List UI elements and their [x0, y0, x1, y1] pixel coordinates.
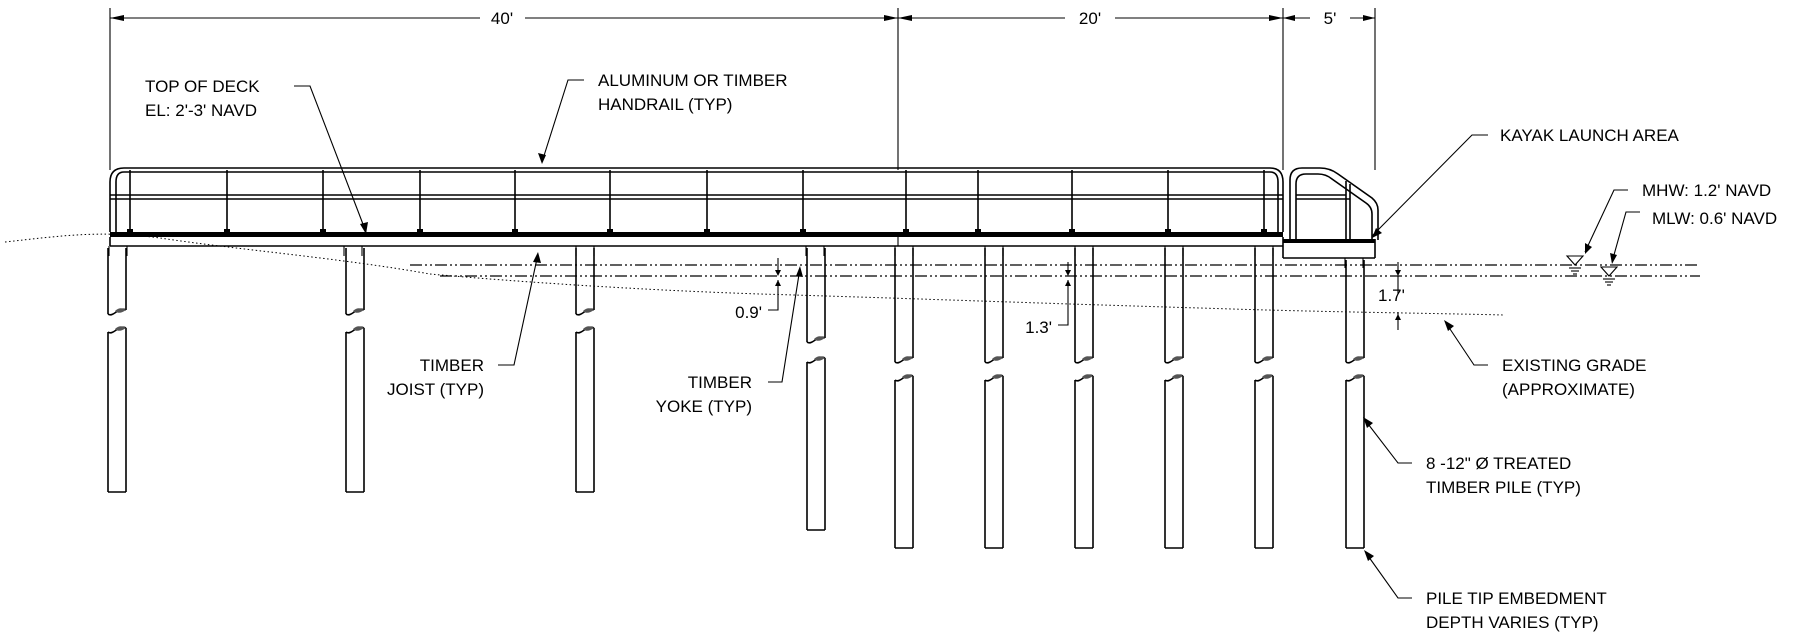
water-levels — [410, 264, 1700, 277]
depth-label-0-9: 0.9' — [735, 303, 762, 322]
label-pile-tip: PILE TIP EMBEDMENT — [1426, 589, 1607, 608]
yoke-bracket — [1344, 258, 1364, 268]
label-kayak-launch: KAYAK LAUNCH AREA — [1500, 126, 1680, 145]
post-base-plate — [512, 229, 518, 233]
yoke-bracket — [1164, 246, 1184, 256]
post-base-plate — [607, 229, 613, 233]
post-base-plate — [1165, 229, 1171, 233]
post-base-plate — [320, 229, 326, 233]
timber-pile — [1074, 248, 1094, 549]
post-base-plate — [417, 229, 423, 233]
label-mlw: MLW: 0.6' NAVD — [1652, 209, 1777, 228]
timber-pile — [984, 248, 1004, 549]
label-timber-yoke: TIMBER — [688, 373, 752, 392]
post-base-plate — [224, 229, 230, 233]
yoke-bracket — [1254, 246, 1274, 256]
post-base-plate — [1261, 229, 1267, 233]
label-timber-joist: TIMBER — [420, 356, 484, 375]
mlw-symbol — [1599, 266, 1619, 286]
timber-pile — [1164, 248, 1184, 549]
dim-5ft: 5' — [1324, 9, 1337, 28]
yoke-bracket — [805, 246, 825, 256]
label-grade-approx: (APPROXIMATE) — [1502, 380, 1635, 399]
handrail-main — [109, 167, 1284, 232]
label-mhw: MHW: 1.2' NAVD — [1642, 181, 1771, 200]
depth-label-1-3: 1.3' — [1025, 318, 1052, 337]
post-base-plate — [975, 229, 981, 233]
timber-pile — [894, 248, 914, 549]
depth-label-1-7: 1.7' — [1378, 286, 1405, 305]
depth-markers — [768, 258, 1401, 330]
label-embedment-depth: DEPTH VARIES (TYP) — [1426, 613, 1599, 632]
timber-pile — [107, 248, 127, 493]
timber-pile — [1345, 260, 1365, 549]
label-deck-elevation: EL: 2'-3' NAVD — [145, 101, 257, 120]
dimension-lines — [109, 8, 1376, 170]
yoke-bracket — [575, 246, 595, 256]
dim-20ft: 20' — [1079, 9, 1101, 28]
label-top-of-deck: TOP OF DECK — [145, 77, 260, 96]
timber-piles — [107, 248, 1365, 549]
label-existing-grade: EXISTING GRADE — [1502, 356, 1647, 375]
post-base-plate — [903, 229, 909, 233]
label-joist-typ: JOIST (TYP) — [387, 380, 484, 399]
dim-40ft: 40' — [491, 9, 513, 28]
leader-lines — [294, 79, 1640, 599]
label-pile-typ: TIMBER PILE (TYP) — [1426, 478, 1581, 497]
yoke-bracket — [108, 246, 128, 256]
yoke-bracket — [1074, 246, 1094, 256]
timber-pile — [345, 248, 365, 493]
deck — [109, 232, 1376, 259]
yoke-bracket — [894, 246, 914, 256]
handrail-posts — [127, 170, 1267, 233]
yoke-bracket — [343, 246, 363, 256]
timber-pile — [575, 248, 595, 493]
timber-pile — [806, 248, 826, 531]
post-base-plate — [704, 229, 710, 233]
post-base-plate — [800, 229, 806, 233]
label-treated-pile: 8 -12" Ø TREATED — [1426, 454, 1571, 473]
label-handrail-material: ALUMINUM OR TIMBER — [598, 71, 788, 90]
mhw-symbol — [1565, 255, 1585, 275]
post-base-plate — [127, 229, 133, 233]
label-handrail-typ: HANDRAIL (TYP) — [598, 95, 732, 114]
kayak-launch-rail — [1289, 167, 1379, 240]
timber-pile — [1254, 248, 1274, 549]
yoke-bracket — [984, 246, 1004, 256]
existing-grade-line — [4, 233, 1506, 316]
post-base-plate — [1069, 229, 1075, 233]
label-yoke-typ: YOKE (TYP) — [656, 397, 752, 416]
